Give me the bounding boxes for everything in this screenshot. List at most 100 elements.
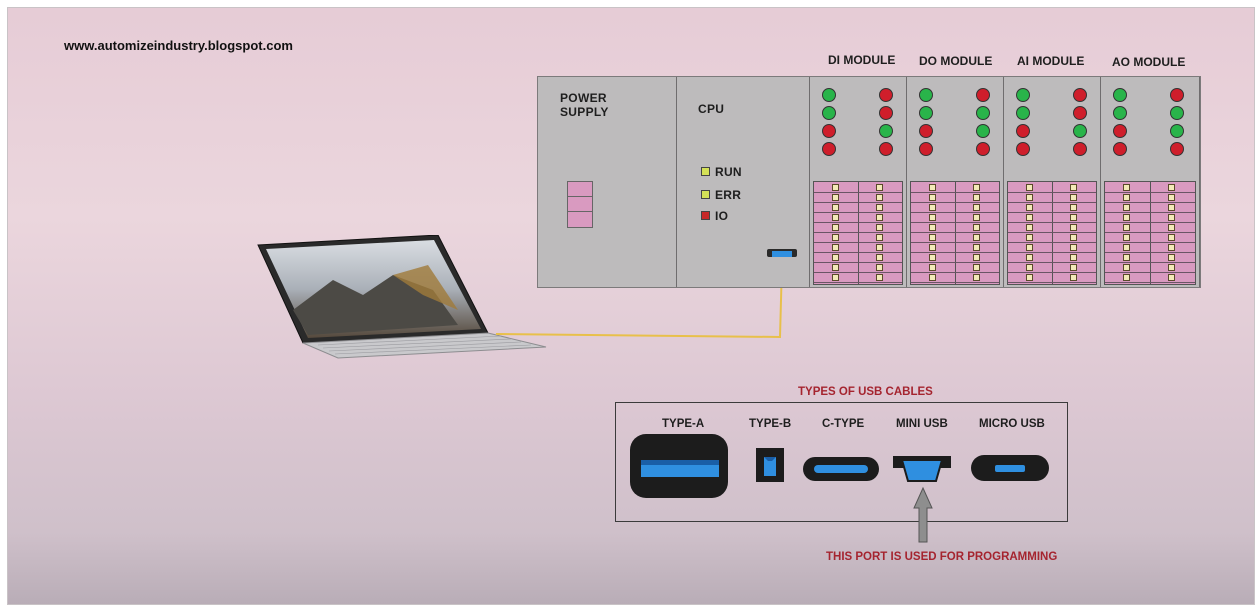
ao-status-led-icon bbox=[1170, 124, 1184, 138]
ao-status-led-icon bbox=[1170, 106, 1184, 120]
di-module bbox=[810, 77, 907, 287]
terminal-screw-icon bbox=[1070, 254, 1077, 261]
terminal-screw-icon bbox=[1070, 224, 1077, 231]
do-module-label: DO MODULE bbox=[919, 54, 993, 68]
run-led-icon bbox=[701, 167, 710, 176]
ai-module-label: AI MODULE bbox=[1017, 54, 1085, 68]
terminal-screw-icon bbox=[1168, 194, 1175, 201]
terminal-row bbox=[1008, 232, 1096, 243]
di-terminal-block bbox=[813, 181, 903, 285]
terminal-screw-icon bbox=[1026, 234, 1033, 241]
ai-status-led-icon bbox=[1073, 106, 1087, 120]
terminal-screw-icon bbox=[929, 194, 936, 201]
usb-c-port-icon bbox=[803, 457, 879, 481]
terminal-row bbox=[1008, 182, 1096, 193]
terminal-row bbox=[911, 202, 999, 213]
micro-usb-port-icon bbox=[971, 455, 1049, 481]
terminal-screw-icon bbox=[832, 274, 839, 281]
err-led-icon bbox=[701, 190, 710, 199]
terminal-screw-icon bbox=[973, 214, 980, 221]
do-status-led-icon bbox=[976, 106, 990, 120]
terminal-screw-icon bbox=[1123, 224, 1130, 231]
terminal-screw-icon bbox=[1070, 244, 1077, 251]
terminal-screw-icon bbox=[973, 234, 980, 241]
cpu-label: CPU bbox=[698, 102, 725, 116]
terminal-row bbox=[1105, 242, 1195, 253]
terminal-screw-icon bbox=[929, 274, 936, 281]
terminal-screw-icon bbox=[1070, 264, 1077, 271]
terminal-row bbox=[814, 272, 902, 283]
terminal-screw-icon bbox=[876, 224, 883, 231]
power-fuse-block bbox=[567, 181, 593, 228]
terminal-row bbox=[814, 252, 902, 263]
terminal-row bbox=[814, 182, 902, 193]
ai-status-led-icon bbox=[1073, 88, 1087, 102]
power-supply-label-line1: POWER bbox=[560, 91, 607, 105]
usb-types-box bbox=[615, 402, 1068, 522]
terminal-screw-icon bbox=[929, 184, 936, 191]
do-status-led-icon bbox=[919, 88, 933, 102]
mini-usb-label: MINI USB bbox=[896, 418, 948, 430]
power-supply-module: POWER SUPPLY bbox=[538, 77, 677, 287]
terminal-screw-icon bbox=[1168, 274, 1175, 281]
terminal-screw-icon bbox=[929, 244, 936, 251]
terminal-row bbox=[911, 212, 999, 223]
terminal-row bbox=[911, 272, 999, 283]
do-module bbox=[907, 77, 1004, 287]
terminal-screw-icon bbox=[832, 194, 839, 201]
terminal-divider bbox=[858, 182, 859, 284]
terminal-screw-icon bbox=[929, 204, 936, 211]
ai-status-led-icon bbox=[1016, 124, 1030, 138]
terminal-row bbox=[1105, 272, 1195, 283]
terminal-screw-icon bbox=[1026, 194, 1033, 201]
terminal-screw-icon bbox=[929, 214, 936, 221]
terminal-screw-icon bbox=[929, 254, 936, 261]
ai-module bbox=[1004, 77, 1101, 287]
micro-usb-label: MICRO USB bbox=[979, 418, 1045, 430]
terminal-screw-icon bbox=[973, 184, 980, 191]
terminal-screw-icon bbox=[973, 244, 980, 251]
terminal-screw-icon bbox=[1070, 204, 1077, 211]
io-led-icon bbox=[701, 211, 710, 220]
ao-status-led-icon bbox=[1113, 106, 1127, 120]
run-label: RUN bbox=[715, 165, 742, 179]
cpu-usb-port-icon bbox=[767, 249, 797, 257]
terminal-screw-icon bbox=[1070, 184, 1077, 191]
do-status-led-icon bbox=[976, 88, 990, 102]
terminal-screw-icon bbox=[1026, 204, 1033, 211]
terminal-screw-icon bbox=[1070, 274, 1077, 281]
terminal-row bbox=[911, 192, 999, 203]
terminal-screw-icon bbox=[1168, 224, 1175, 231]
usb-types-title: TYPES OF USB CABLES bbox=[798, 386, 933, 398]
terminal-row bbox=[1105, 202, 1195, 213]
ao-status-led-icon bbox=[1113, 142, 1127, 156]
terminal-screw-icon bbox=[1026, 184, 1033, 191]
ai-status-led-icon bbox=[1073, 124, 1087, 138]
do-status-led-icon bbox=[919, 106, 933, 120]
arrow-up-icon bbox=[913, 486, 933, 543]
website-url: www.automizeindustry.blogspot.com bbox=[64, 38, 293, 53]
do-status-led-icon bbox=[919, 124, 933, 138]
terminal-screw-icon bbox=[1168, 234, 1175, 241]
c-type-label: C-TYPE bbox=[822, 418, 865, 430]
terminal-row bbox=[814, 232, 902, 243]
power-supply-label: POWER SUPPLY bbox=[560, 91, 609, 119]
terminal-screw-icon bbox=[929, 264, 936, 271]
ai-status-led-icon bbox=[1016, 142, 1030, 156]
terminal-screw-icon bbox=[1123, 184, 1130, 191]
terminal-divider bbox=[955, 182, 956, 284]
terminal-screw-icon bbox=[876, 254, 883, 261]
terminal-row bbox=[814, 242, 902, 253]
terminal-divider bbox=[1052, 182, 1053, 284]
terminal-row bbox=[814, 202, 902, 213]
terminal-row bbox=[1008, 252, 1096, 263]
ai-status-led-icon bbox=[1016, 88, 1030, 102]
ao-status-led-icon bbox=[1170, 142, 1184, 156]
do-status-led-icon bbox=[976, 142, 990, 156]
terminal-row bbox=[1105, 182, 1195, 193]
diagram-canvas: www.automizeindustry.blogspot.com DI MOD… bbox=[7, 7, 1255, 605]
terminal-row bbox=[911, 242, 999, 253]
do-status-led-icon bbox=[919, 142, 933, 156]
di-status-led-icon bbox=[822, 142, 836, 156]
terminal-screw-icon bbox=[832, 214, 839, 221]
